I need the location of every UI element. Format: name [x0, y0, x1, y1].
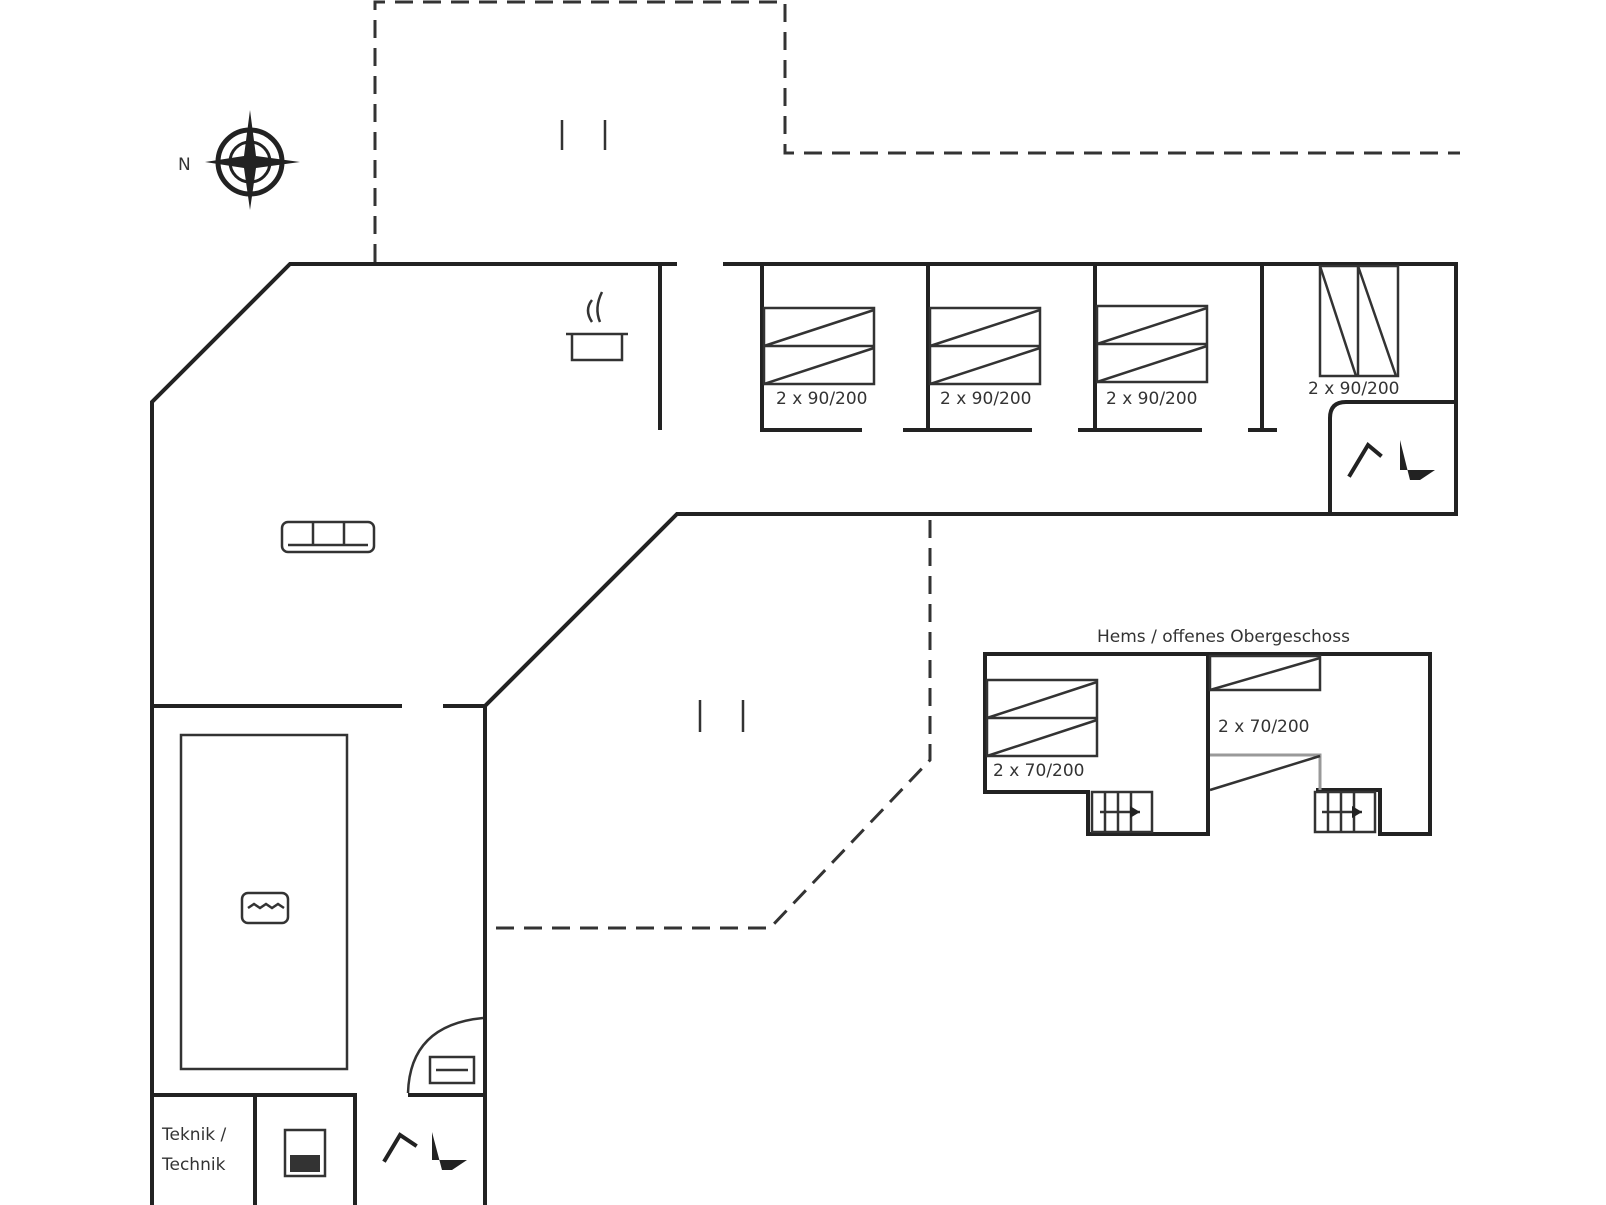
terrace-top	[373, 0, 1460, 262]
upper-floor-plan: Hems / offenes Obergeschoss 2 x 70/200 2…	[983, 627, 1432, 836]
bedroom-1: 2 x 90/200	[762, 306, 876, 409]
bed-label: 2 x 90/200	[776, 389, 868, 409]
bed-label: 2 x 90/200	[940, 389, 1032, 409]
kitchen-pot-icon	[566, 291, 628, 362]
upper-bed-label: 2 x 70/200	[1218, 717, 1310, 737]
pool-area	[179, 733, 349, 1071]
bedroom-2: 2 x 90/200	[928, 306, 1042, 409]
technik-label-line2: Technik	[161, 1155, 226, 1175]
bed-label: 2 x 90/200	[1106, 389, 1198, 409]
stairs-icon	[1090, 790, 1154, 834]
upper-bed-label: 2 x 70/200	[993, 761, 1085, 781]
exterior-walls	[150, 262, 1458, 1205]
bedroom-4: 2 x 90/200	[1308, 264, 1400, 399]
stairs-icon	[1313, 790, 1377, 834]
sauna-door	[406, 1016, 484, 1094]
terrace-middle	[490, 520, 932, 930]
bedroom-3: 2 x 90/200	[1095, 304, 1209, 409]
washing-machine-icon	[283, 1128, 327, 1178]
pool-icon	[240, 891, 290, 925]
upper-floor-title: Hems / offenes Obergeschoss	[1097, 627, 1350, 647]
interior-walls	[150, 262, 1458, 1205]
compass-north-label: N	[178, 155, 191, 175]
compass-rose-icon: N	[178, 110, 300, 210]
toilet-shower-icon-2	[382, 1132, 467, 1170]
bed-label: 2 x 90/200	[1308, 379, 1400, 399]
toilet-shower-icon	[1347, 440, 1435, 480]
technik-room: Teknik / Technik	[161, 1125, 327, 1178]
technik-label-line1: Teknik /	[161, 1125, 227, 1145]
sofa-icon	[280, 520, 376, 554]
